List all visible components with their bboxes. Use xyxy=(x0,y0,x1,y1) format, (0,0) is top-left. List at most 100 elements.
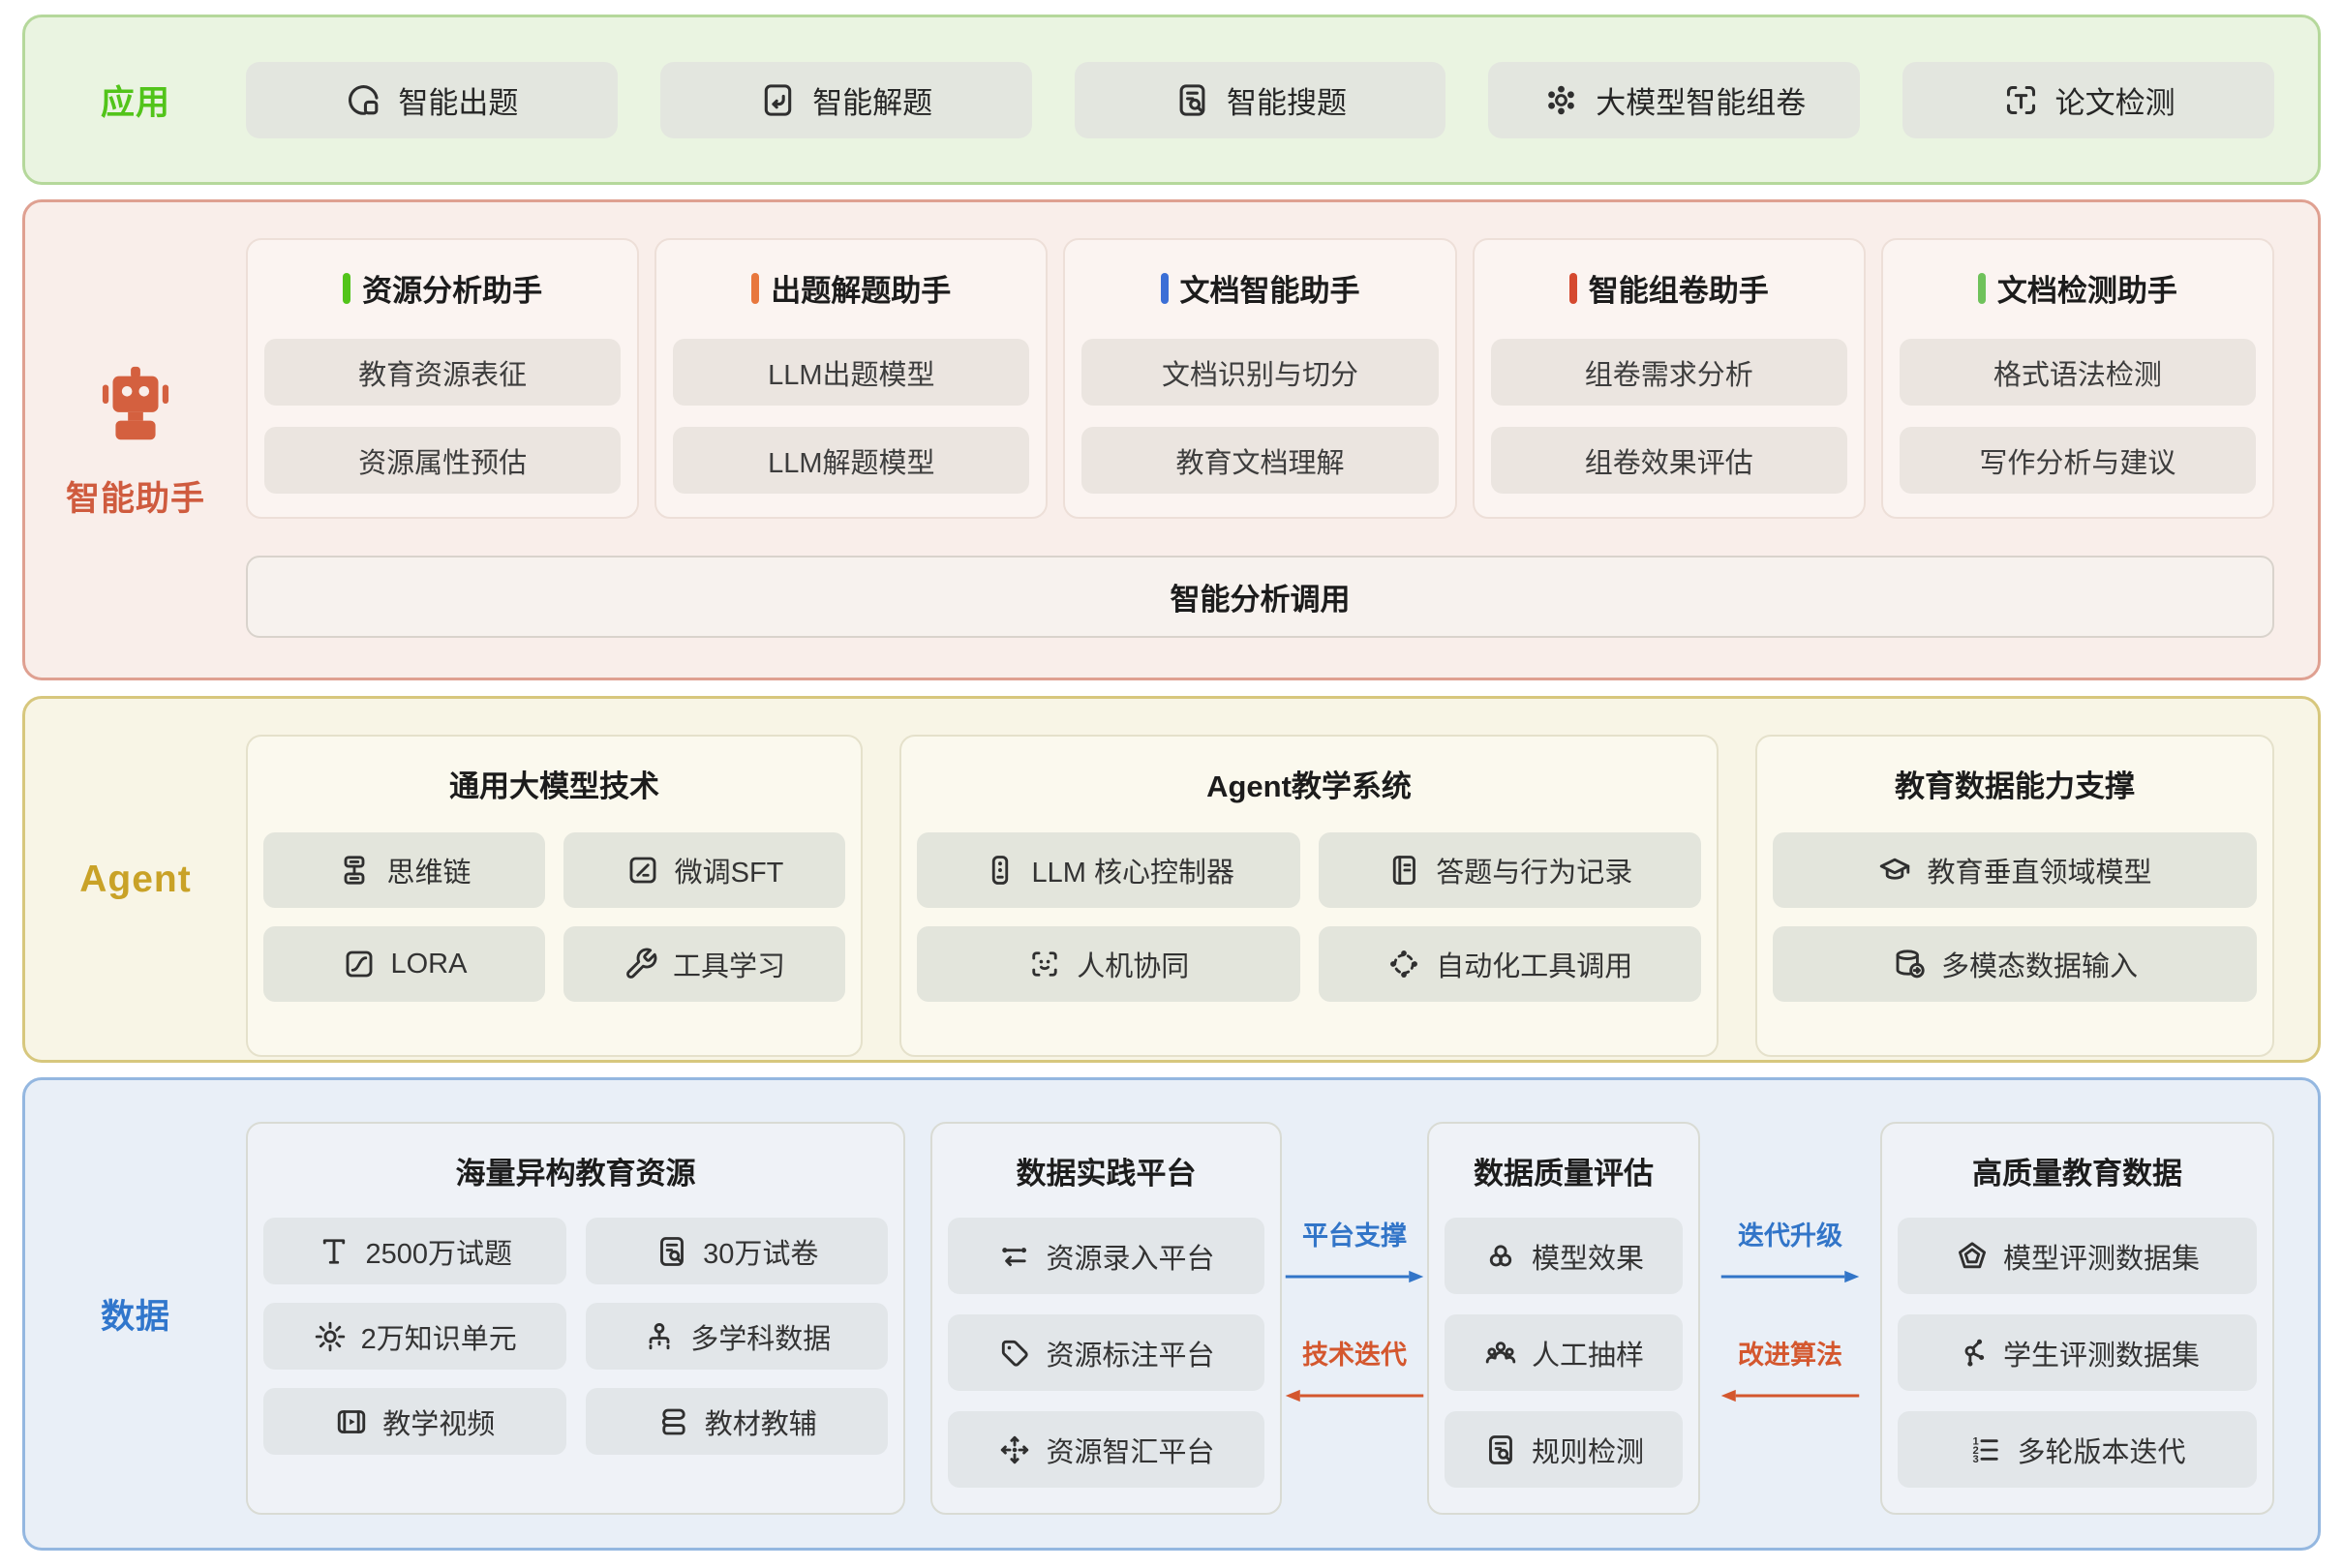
diagram-item: 微调SFT xyxy=(563,832,845,908)
data-card-title: 数据实践平台 xyxy=(1016,1157,1197,1191)
diagram-item: 教学视频 xyxy=(263,1388,566,1455)
diagram-item: 思维链 xyxy=(263,832,545,908)
agent-card-teaching-system: Agent教学系统 LLM 核心控制器 xyxy=(899,735,1719,1057)
paper-check-icon xyxy=(2006,85,2035,114)
diagram-item: 答题与行为记录 xyxy=(1318,832,1701,908)
connector-label: 迭代升级 xyxy=(1738,1221,1842,1251)
wrench-icon xyxy=(626,948,657,979)
item-label: LLM 核心控制器 xyxy=(1031,858,1234,889)
finetune-icon xyxy=(629,857,656,884)
diagram-item: 规则检测 xyxy=(1445,1411,1683,1488)
assistant-feature-pill: 组卷效果评估 xyxy=(1490,427,1847,494)
tag-icon xyxy=(1002,1340,1029,1367)
assistant-card-resource-analysis: 资源分析助手 教育资源表征 资源属性预估 xyxy=(246,238,640,519)
item-label: 30万试卷 xyxy=(703,1238,819,1270)
item-label: 多模态数据输入 xyxy=(1940,951,2138,982)
diagram-item: 资源录入平台 xyxy=(948,1218,1264,1294)
diagram-item: 2万知识单元 xyxy=(263,1303,566,1370)
apps-band-label: 应用 xyxy=(100,83,170,122)
item-label: 资源标注平台 xyxy=(1046,1340,1215,1372)
apps-band: 应用 智能出题 智能解题 智能搜题 xyxy=(22,15,2321,185)
record-icon xyxy=(1393,856,1416,885)
numbered-list-icon: 1 2 3 xyxy=(1973,1435,1999,1465)
accent-bar xyxy=(1160,272,1169,304)
robot-icon xyxy=(102,366,169,440)
data-card-title: 海量异构教育资源 xyxy=(455,1157,696,1191)
human-machine-icon xyxy=(1032,951,1057,977)
app-chip-quiz-generate: 智能出题 xyxy=(246,61,618,138)
app-chip-solve: 智能解题 xyxy=(659,61,1032,138)
data-card-high-quality-data: 高质量教育数据 模型评测数据集 xyxy=(1880,1122,2274,1515)
diagram-item: 2500万试题 xyxy=(263,1218,566,1284)
agent-card-title: 通用大模型技术 xyxy=(449,769,659,803)
app-chip-label: 大模型智能组卷 xyxy=(1596,85,1807,120)
diagram-item: 1 2 3 多轮版本迭代 xyxy=(1898,1411,2257,1488)
diagram-item: 模型评测数据集 xyxy=(1898,1218,2257,1294)
diagram-item: 模型效果 xyxy=(1445,1218,1683,1294)
assistants-band: 智能助手 资源分析助手 教育资源表征 资源属性预估 出题解题助手 xyxy=(22,199,2321,680)
data-card-title: 数据质量评估 xyxy=(1474,1157,1654,1191)
data-band-label: 数据 xyxy=(100,1298,170,1336)
smart-analysis-bar: 智能分析调用 xyxy=(246,556,2274,638)
connector-label: 技术迭代 xyxy=(1302,1341,1407,1370)
agent-card-llm-tech: 通用大模型技术 思维链 微调SFT xyxy=(246,735,863,1057)
agent-band-label: Agent xyxy=(79,858,192,900)
app-chip-label: 智能出题 xyxy=(398,85,519,120)
paper-search-icon xyxy=(660,1236,685,1266)
assistant-card-title: 出题解题助手 xyxy=(771,274,952,308)
item-label: 资源录入平台 xyxy=(1046,1243,1215,1275)
connector-platform: 平台支撑 技术迭代 xyxy=(1282,1122,1427,1406)
search-question-icon xyxy=(1179,83,1205,116)
item-label: LORA xyxy=(390,948,468,980)
assistants-band-label-col: 智能助手 xyxy=(25,202,246,678)
people-icon xyxy=(1485,1341,1516,1363)
item-label: 多轮版本迭代 xyxy=(2017,1436,2186,1468)
connector-label: 改进算法 xyxy=(1738,1341,1842,1370)
diagram-item: 多模态数据输入 xyxy=(1773,926,2257,1002)
app-chip-label: 智能搜题 xyxy=(1226,85,1347,120)
books-icon xyxy=(661,1408,685,1434)
move-icon xyxy=(1001,1435,1029,1463)
assistant-feature-pill: 文档识别与切分 xyxy=(1081,339,1439,406)
connector-iteration: 迭代升级 改进算法 xyxy=(1700,1122,1880,1406)
item-label: 答题与行为记录 xyxy=(1436,858,1633,889)
rule-check-icon xyxy=(1489,1434,1512,1464)
diagram-item: 资源标注平台 xyxy=(948,1314,1264,1391)
accent-bar xyxy=(1977,272,1986,304)
accent-bar xyxy=(1568,272,1577,304)
assistant-feature-pill: 写作分析与建议 xyxy=(1899,427,2257,494)
diagram-item: 学生评测数据集 xyxy=(1898,1314,2257,1391)
venn-circles-icon xyxy=(1489,1244,1512,1266)
app-chip-model-assemble: 大模型智能组卷 xyxy=(1488,61,1861,138)
agent-card-title: 教育数据能力支撑 xyxy=(1895,769,2135,803)
assistant-feature-pill: 格式语法检测 xyxy=(1899,339,2257,406)
chain-of-thought-icon xyxy=(345,856,365,885)
data-card-massive-resources: 海量异构教育资源 2500万试题 30万试卷 xyxy=(246,1122,905,1515)
diagram-item: 工具学习 xyxy=(563,926,845,1002)
item-label: 思维链 xyxy=(386,858,472,889)
assistant-feature-pill: 组卷需求分析 xyxy=(1490,339,1847,406)
item-label: 教学视频 xyxy=(382,1408,496,1440)
app-chip-label: 论文检测 xyxy=(2054,85,2176,120)
subject-tree-icon xyxy=(649,1322,670,1349)
diagram-item: 教材教辅 xyxy=(585,1388,888,1455)
pentagon-icon xyxy=(1958,1241,1987,1268)
item-label: 学生评测数据集 xyxy=(2002,1340,2200,1372)
item-label: 多学科数据 xyxy=(690,1323,832,1355)
assistant-cards-row: 资源分析助手 教育资源表征 资源属性预估 出题解题助手 LLM出题模型 LLM解… xyxy=(246,238,2275,519)
arrow-left-icon xyxy=(1285,1389,1424,1402)
diagram-item: LLM 核心控制器 xyxy=(917,832,1300,908)
app-chip-search-question: 智能搜题 xyxy=(1074,61,1446,138)
diagram-item: 人工抽样 xyxy=(1445,1314,1683,1391)
assistant-card-question-solve: 出题解题助手 LLM出题模型 LLM解题模型 xyxy=(654,238,1049,519)
diagram-item: 资源智汇平台 xyxy=(948,1411,1264,1488)
agent-card-title: Agent教学系统 xyxy=(1206,769,1412,803)
assistant-card-document-ai: 文档智能助手 文档识别与切分 教育文档理解 xyxy=(1063,238,1457,519)
assistant-card-paper-assemble: 智能组卷助手 组卷需求分析 组卷效果评估 xyxy=(1472,238,1866,519)
data-band-label-col: 数据 xyxy=(25,1080,246,1548)
diagram-item: 自动化工具调用 xyxy=(1318,926,1701,1002)
auto-tool-icon xyxy=(1390,950,1418,978)
item-label: 教育垂直领域模型 xyxy=(1927,858,2152,889)
model-assemble-icon xyxy=(1548,85,1575,114)
molecule-icon xyxy=(1964,1339,1985,1367)
